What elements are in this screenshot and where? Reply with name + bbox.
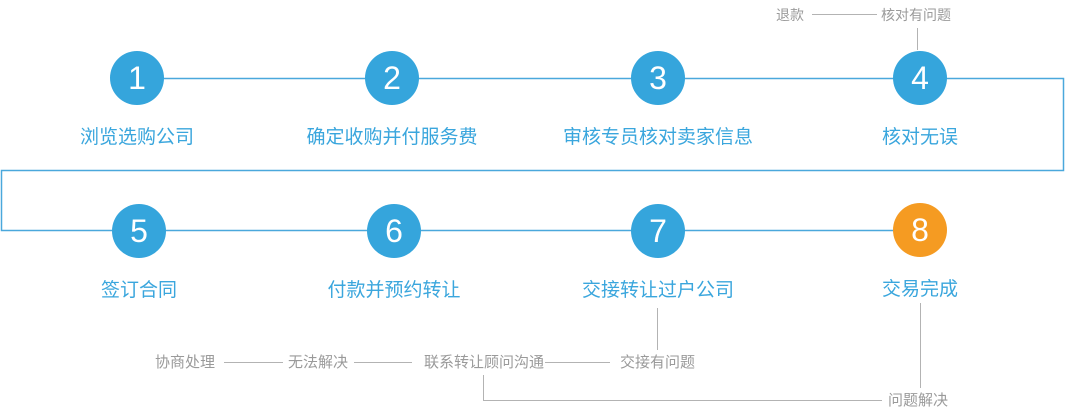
step-7-circle: 7 xyxy=(631,204,685,258)
check-problem-label: 核对有问题 xyxy=(881,7,951,23)
step-7-label: 交接转让过户公司 xyxy=(581,280,734,301)
step-6-circle: 6 xyxy=(367,204,421,258)
step-8-circle: 8 xyxy=(893,203,947,257)
step-4-circle: 4 xyxy=(893,51,947,105)
step-2-label: 确定收购并付服务费 xyxy=(306,127,478,148)
step-8-label: 交易完成 xyxy=(881,279,958,300)
step-4-label: 核对无误 xyxy=(881,127,958,148)
step-3-label: 审核专员核对卖家信息 xyxy=(562,127,753,148)
contact-advisor-label: 联系转让顾问沟通 xyxy=(424,354,545,371)
unsolvable-label: 无法解决 xyxy=(288,354,349,371)
step-3-circle: 3 xyxy=(631,51,685,105)
problem-solved-label: 问题解决 xyxy=(888,392,949,409)
step-5-label: 签订合同 xyxy=(100,280,177,301)
contact-bottom-line xyxy=(483,375,882,401)
step-1-circle: 1 xyxy=(110,51,164,105)
handover-problem-label: 交接有问题 xyxy=(620,354,696,371)
step-5-circle: 5 xyxy=(112,204,166,258)
step-6-label: 付款并预约转让 xyxy=(327,280,461,301)
step-2-circle: 2 xyxy=(365,51,419,105)
refund-label: 退款 xyxy=(776,7,804,23)
negotiate-label: 协商处理 xyxy=(155,354,216,371)
